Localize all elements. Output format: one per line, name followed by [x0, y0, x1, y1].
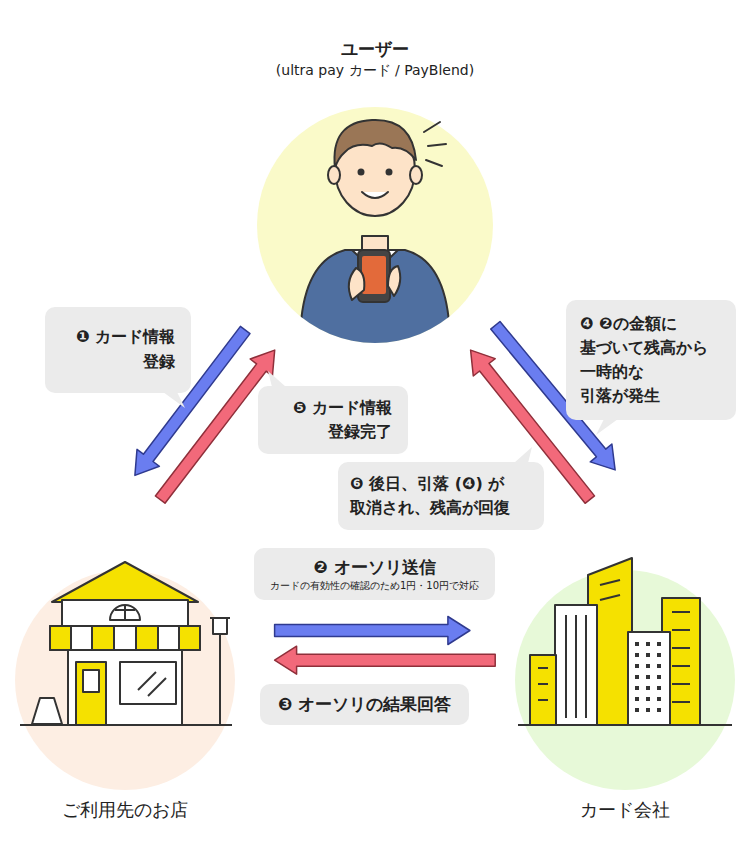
callout-tail	[268, 371, 292, 387]
node-label: (ultra pay カード / PayBlend)	[276, 61, 474, 80]
circle-shape	[515, 570, 735, 790]
person-figure	[300, 120, 450, 345]
circle-fill	[515, 570, 735, 790]
node-label: ❷ オーソリ送信	[270, 556, 479, 579]
user-node: ユーザー(ultra pay カード / PayBlend)	[255, 38, 495, 348]
callout-box: ❹ ❷の金額に 基づいて残高から 一時的な 引落が発生	[566, 300, 736, 420]
node-label: ご利用先のお店	[62, 798, 188, 822]
circle-shape	[257, 107, 493, 343]
callout-box: ❶ カード情報 登録	[45, 307, 191, 393]
shop-figure	[20, 562, 232, 725]
node-label: ユーザー	[341, 38, 409, 61]
circle-shape	[15, 570, 235, 790]
callout-box: ❻ 後日、引落 (❹) が 取消され、残高が回復	[338, 462, 544, 530]
callout-tail	[508, 447, 532, 463]
office-buildings	[518, 558, 732, 725]
callout-box: ❷ オーソリ送信カードの有効性の確認のため1円・10円で対応	[254, 548, 495, 600]
node-label: カード会社	[580, 798, 670, 822]
callout-tail	[596, 419, 620, 435]
flow-arrow	[275, 646, 496, 674]
flow-arrow	[275, 617, 470, 645]
callout-box: ❺ カード情報 登録完了	[258, 386, 408, 454]
node-label: ❸ オーソリの結果回答	[278, 693, 451, 716]
window-dots	[635, 642, 661, 712]
callout-box: ❸ オーソリの結果回答	[260, 684, 469, 725]
node-label: ❶ カード情報 登録	[61, 325, 175, 375]
circle-fill	[257, 107, 493, 343]
shop-node: ご利用先のお店	[15, 570, 235, 800]
callout-tail	[163, 392, 187, 408]
node-label: ❺ カード情報 登録完了	[274, 396, 392, 444]
company-node: カード会社	[515, 570, 735, 800]
node-label: ❹ ❷の金額に 基づいて残高から 一時的な 引落が発生	[580, 312, 722, 408]
node-label: ❻ 後日、引落 (❹) が 取消され、残高が回復	[350, 472, 532, 520]
node-label: カードの有効性の確認のため1円・10円で対応	[270, 579, 479, 593]
circle-fill	[15, 570, 235, 790]
